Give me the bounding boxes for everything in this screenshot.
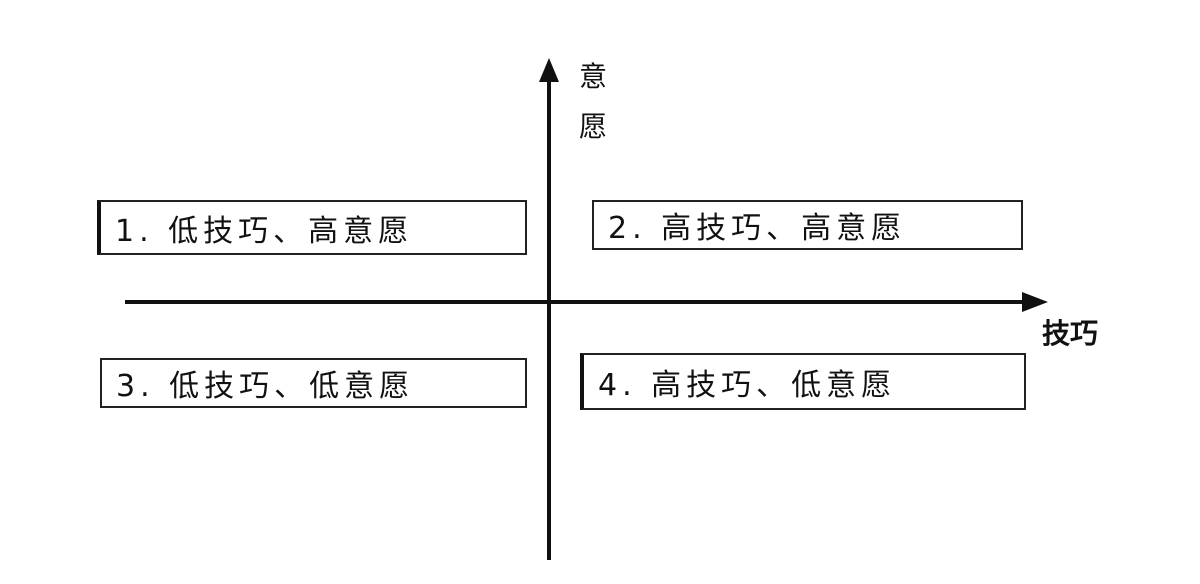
quadrant-4-label: 4. 高技巧、低意愿 [598, 367, 897, 403]
x-axis-label: 技巧 [1042, 317, 1099, 350]
quadrant-4-box: 4. 高技巧、低意愿 [580, 353, 1026, 410]
quadrant-3-label: 3. 低技巧、低意愿 [116, 369, 415, 404]
horizontal-axis-arrowhead [1022, 292, 1048, 312]
vertical-axis-arrowhead [539, 58, 559, 82]
y-axis-label: 意 愿 [576, 52, 610, 152]
quadrant-1-label: 1. 低技巧、高意愿 [115, 213, 414, 249]
y-axis-label-char: 愿 [578, 110, 607, 143]
y-axis-label-char: 意 [578, 60, 607, 93]
quadrant-1-box: 1. 低技巧、高意愿 [97, 200, 527, 255]
quadrant-2-label: 2. 高技巧、高意愿 [608, 211, 907, 246]
quadrant-3-box: 3. 低技巧、低意愿 [100, 358, 527, 408]
quadrant-2-box: 2. 高技巧、高意愿 [592, 200, 1023, 250]
